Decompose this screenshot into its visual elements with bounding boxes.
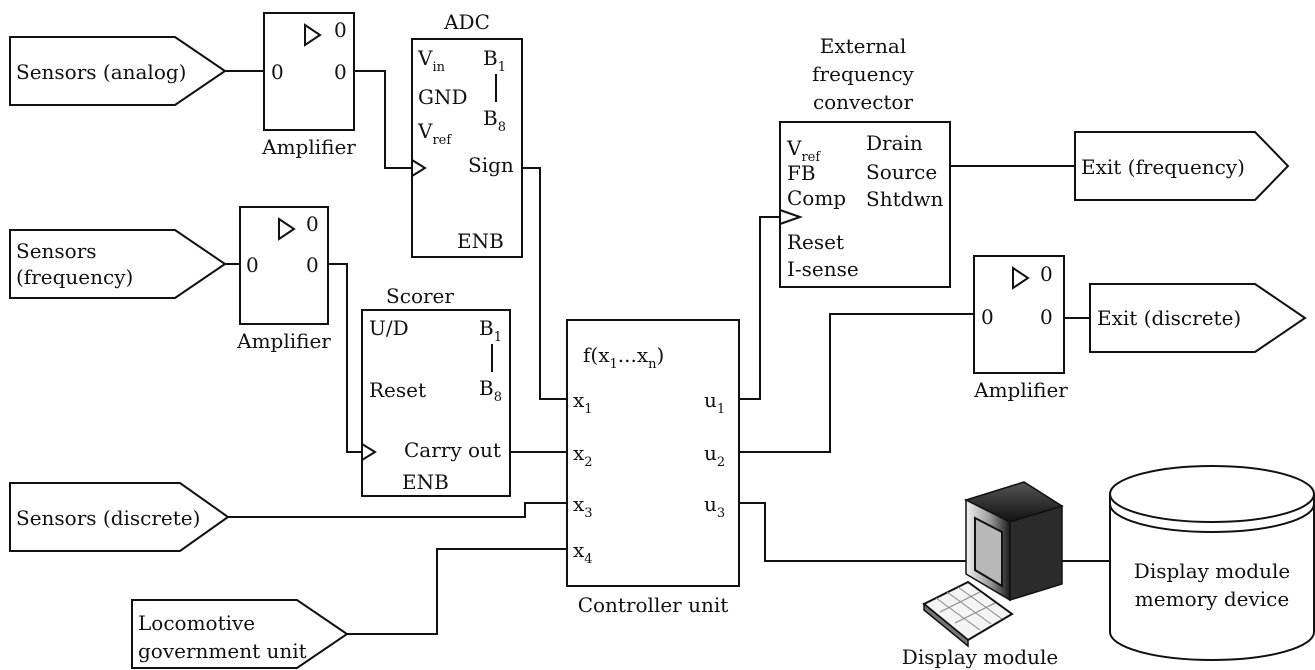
display-module: Display module (902, 482, 1062, 669)
adc-sign: Sign (468, 153, 514, 177)
amp1-pin-in: 0 (271, 60, 284, 84)
input-locomotive-label-1: Locomotive (138, 611, 255, 635)
frequency-converter-block: External frequency convector Vref FB Com… (780, 34, 950, 287)
amplifier-3: 0 0 0 Amplifier (973, 256, 1068, 402)
amp2-pin-in: 0 (246, 253, 259, 277)
controller-unit: f(x1...xn) x1 x2 x3 x4 u1 u2 u3 Controll… (567, 320, 739, 617)
output-exit-frequency: Exit (frequency) (1075, 132, 1288, 200)
adc-enb: ENB (457, 229, 504, 253)
converter-comp: Comp (787, 186, 846, 210)
scorer-block: Scorer U/D Reset B1 B8 Carry out ENB (362, 284, 510, 496)
output-exit-discrete-label: Exit (discrete) (1097, 306, 1241, 330)
wire-adc-to-x1 (522, 168, 567, 399)
output-exit-discrete: Exit (discrete) (1090, 284, 1305, 352)
input-locomotive-government-unit: Locomotive government unit (132, 600, 347, 668)
converter-title-3: convector (813, 90, 914, 114)
adc-title: ADC (443, 10, 490, 34)
amp2-pin-top: 0 (306, 212, 319, 236)
scorer-title: Scorer (386, 284, 454, 308)
memory-label-1: Display module (1134, 559, 1290, 583)
converter-vref: V (786, 136, 802, 160)
wire-u3-to-display (739, 503, 966, 561)
amplifier-1: 0 0 0 Amplifier (261, 13, 356, 159)
input-sensors-analog: Sensors (analog) (10, 37, 225, 105)
adc-gnd: GND (418, 85, 468, 109)
amp2-label: Amplifier (236, 329, 331, 353)
converter-drain: Drain (866, 131, 923, 155)
scorer-b8: B (479, 376, 494, 400)
scorer-b1: B (479, 316, 494, 340)
scorer-carry-out: Carry out (404, 438, 501, 462)
converter-fb: FB (787, 161, 816, 185)
converter-reset: Reset (787, 230, 844, 254)
wire-loco-to-x4 (347, 549, 567, 634)
amp2-pin-out: 0 (306, 253, 319, 277)
controller-label: Controller unit (578, 593, 729, 617)
converter-isense: I-sense (787, 257, 859, 281)
adc-b1: B (483, 46, 498, 70)
memory-device: Display module memory device (1110, 466, 1314, 660)
output-exit-frequency-label: Exit (frequency) (1081, 155, 1245, 179)
amp1-label: Amplifier (261, 135, 356, 159)
computer-monitor-icon (966, 482, 1062, 600)
wire-u1-to-converter (739, 217, 780, 399)
scorer-ud: U/D (369, 316, 409, 340)
amp3-pin-top: 0 (1040, 262, 1053, 286)
adc-vref: V (417, 119, 433, 143)
amp1-pin-top: 0 (334, 18, 347, 42)
converter-source: Source (866, 160, 937, 184)
wire-discrete-to-x3 (228, 503, 567, 517)
converter-title-1: External (820, 34, 907, 58)
adc-block: ADC Vin GND Vref B1 B8 Sign ENB (412, 10, 522, 257)
amplifier-2: 0 0 0 Amplifier (236, 207, 331, 353)
input-sensors-frequency-label-2: (frequency) (16, 265, 133, 289)
wire-amp2-to-scorer (328, 264, 362, 452)
amp3-pin-in: 0 (981, 305, 994, 329)
amp3-label: Amplifier (973, 378, 1068, 402)
adc-vin: V (417, 46, 433, 70)
adc-b8: B (483, 106, 498, 130)
input-locomotive-label-2: government unit (138, 639, 307, 663)
input-sensors-discrete: Sensors (discrete) (10, 483, 228, 551)
memory-label-2: memory device (1135, 587, 1289, 611)
amp1-pin-out: 0 (334, 60, 347, 84)
wire-amp1-to-adc (354, 71, 412, 168)
input-sensors-frequency-label-1: Sensors (16, 239, 97, 263)
input-sensors-frequency: Sensors (frequency) (10, 230, 225, 298)
converter-shtdwn: Shtdwn (866, 187, 944, 211)
wire-u2-to-amp3 (739, 314, 974, 452)
scorer-reset: Reset (369, 378, 426, 402)
input-sensors-analog-label: Sensors (analog) (16, 60, 186, 84)
converter-title-2: frequency (812, 62, 914, 86)
display-module-label: Display module (902, 645, 1058, 669)
amp3-pin-out: 0 (1040, 305, 1053, 329)
input-sensors-discrete-label: Sensors (discrete) (16, 506, 200, 530)
scorer-enb: ENB (402, 470, 449, 494)
